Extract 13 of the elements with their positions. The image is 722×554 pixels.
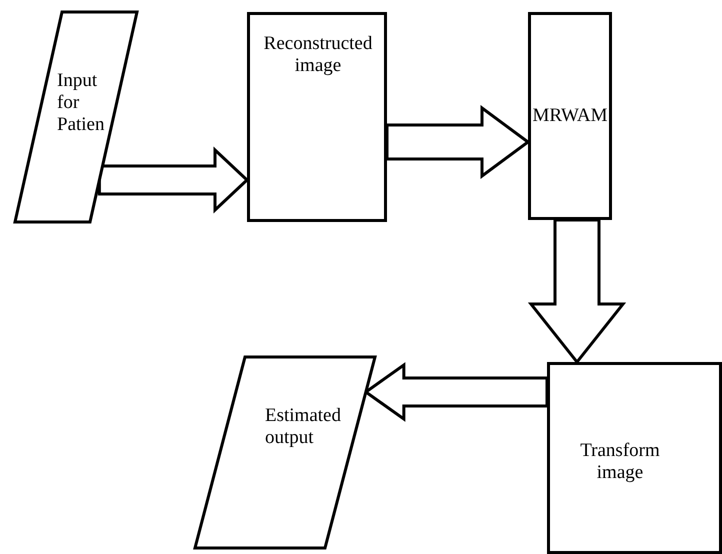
node-label: Estimated output: [265, 405, 342, 449]
block-arrow: [98, 146, 250, 214]
data-parallelogram: [15, 12, 137, 222]
node-label: MRWAM: [532, 105, 608, 127]
process-box: [247, 12, 387, 222]
node-label: Reconstructed image: [262, 33, 374, 77]
block-arrow: [386, 105, 531, 179]
block-arrow: [528, 218, 626, 364]
process-box: [547, 362, 722, 554]
node-label: Transform image: [579, 440, 661, 484]
node-label: Input for Patien: [57, 70, 106, 136]
process-box: [528, 12, 612, 220]
data-parallelogram: [195, 357, 375, 548]
